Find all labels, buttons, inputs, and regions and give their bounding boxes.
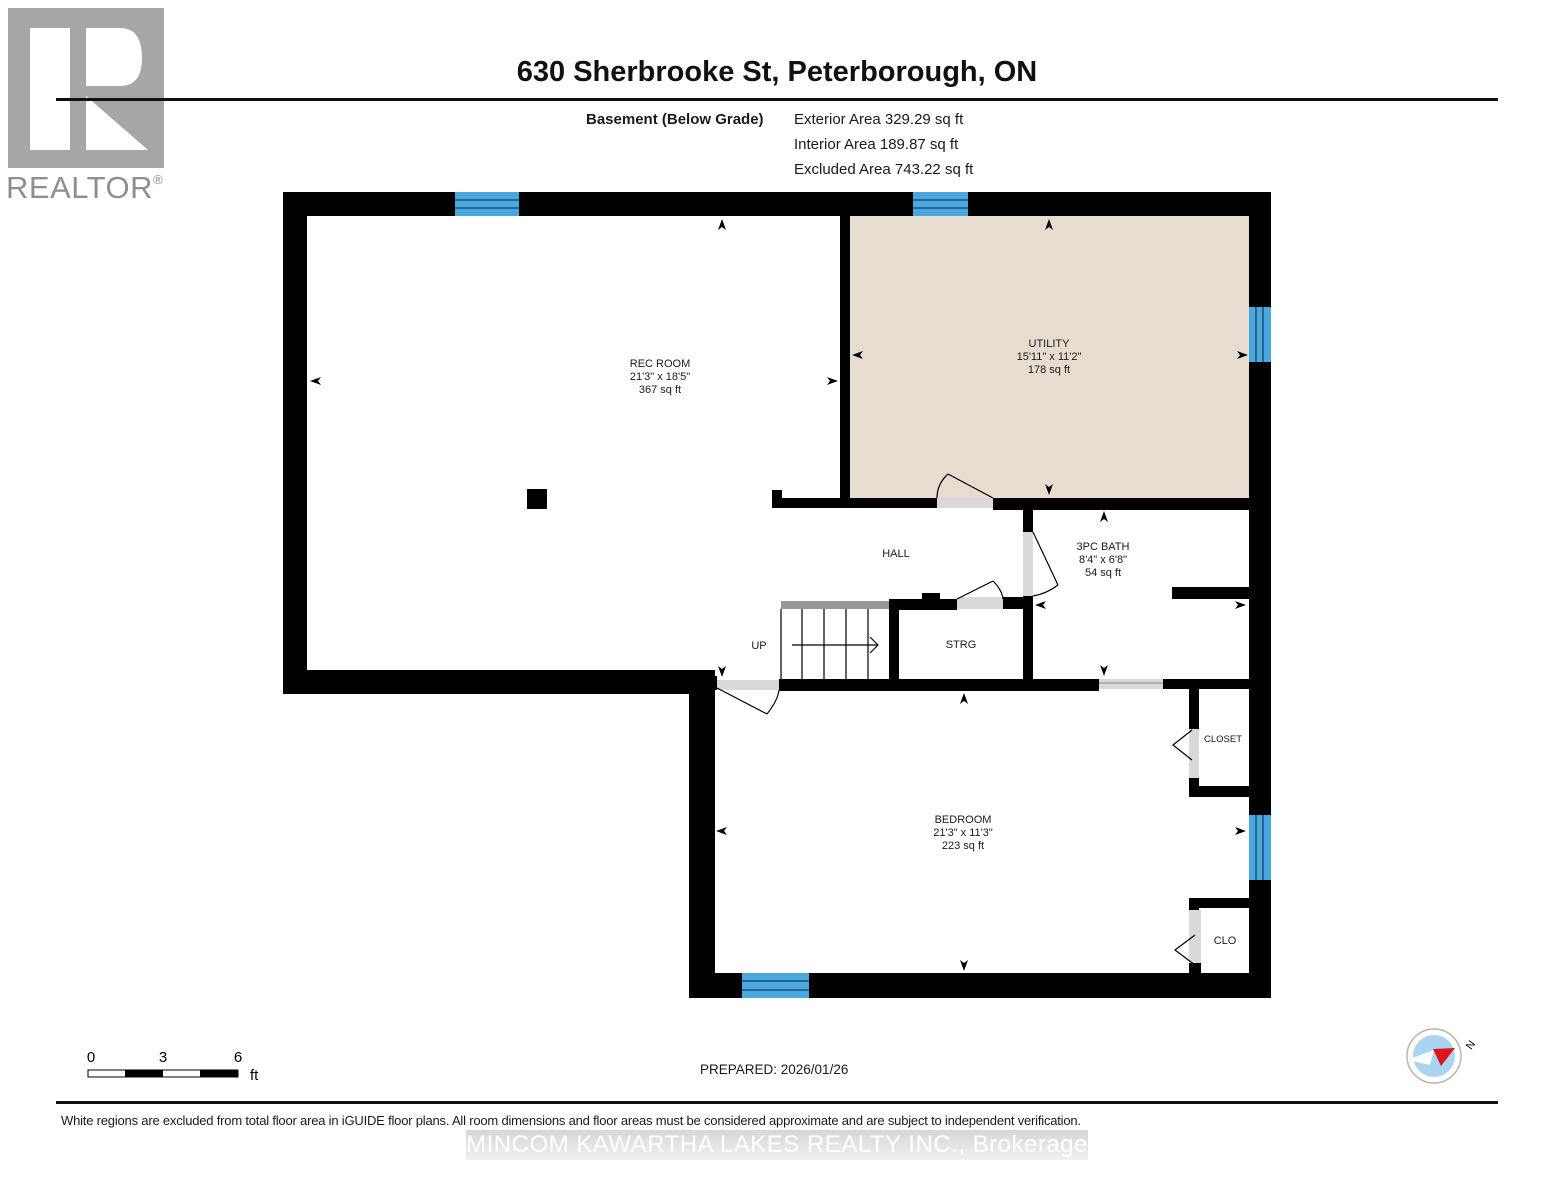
room-dims: 8'4" x 6'8" [1079, 554, 1127, 566]
room-name: UTILITY [1029, 338, 1071, 350]
excluded-area: Excluded Area 743.22 sq ft [794, 161, 974, 178]
room-strg: STRG [946, 639, 977, 651]
brokerage-watermark: MINCOM KAWARTHA LAKES REALTY INC., Broke… [466, 1130, 1088, 1160]
window-icon [913, 192, 968, 216]
page-title: 630 Sherbrooke St, Peterborough, ON [516, 56, 1038, 88]
room-name: 3PC BATH [1077, 541, 1130, 553]
scale-bar: 0 3 6 ft [87, 1049, 259, 1084]
interior-area: Interior Area 189.87 sq ft [794, 136, 959, 153]
room-bath: 3PC BATH 8'4" x 6'8" 54 sq ft [1077, 541, 1130, 579]
closet-door-icon [1174, 910, 1201, 966]
svg-text:6: 6 [234, 1049, 242, 1066]
compass-icon: N [1406, 1028, 1478, 1084]
title-divider [56, 98, 1498, 101]
room-hall: HALL [882, 548, 910, 560]
realtor-wordmark: REALTOR® [6, 170, 164, 205]
room-area: 223 sq ft [942, 840, 984, 852]
svg-text:N: N [1464, 1039, 1478, 1052]
windows [455, 192, 1271, 998]
room-closet: CLOSET [1204, 734, 1242, 745]
room-dims: 21'3" x 11'3" [933, 827, 993, 839]
footer-divider [56, 1101, 1498, 1104]
room-bedroom: BEDROOM 21'3" x 11'3" 223 sq ft [933, 814, 993, 852]
window-icon [1249, 815, 1271, 880]
room-area: 178 sq ft [1028, 364, 1070, 376]
door-icon [936, 473, 994, 508]
exterior-area: Exterior Area 329.29 sq ft [794, 111, 964, 128]
room-name: BEDROOM [935, 814, 992, 826]
door-icon [956, 580, 1004, 609]
door-icon [716, 680, 780, 715]
disclaimer: White regions are excluded from total fl… [61, 1113, 1081, 1128]
svg-text:ft: ft [250, 1067, 259, 1084]
prepared-date: PREPARED: 2026/01/26 [700, 1062, 849, 1077]
closet-door-icon [1172, 729, 1199, 778]
floor-name: Basement (Below Grade) [586, 111, 764, 128]
utility-room-fill [850, 216, 1249, 498]
svg-text:0: 0 [87, 1049, 95, 1066]
window-icon [742, 973, 809, 998]
dimension-arrows [310, 219, 1248, 971]
doors [716, 473, 1201, 966]
room-name: REC ROOM [630, 358, 691, 370]
room-dims: 15'11" x 11'2" [1017, 351, 1082, 363]
stairs [780, 601, 889, 679]
support-column [527, 489, 547, 509]
stairs-up-label: UP [751, 640, 766, 652]
realtor-logo-icon [8, 8, 164, 168]
room-clo: CLO [1214, 935, 1237, 947]
room-dims: 21'3" x 18'5" [630, 371, 690, 383]
room-area: 54 sq ft [1085, 567, 1121, 579]
room-rec-room: REC ROOM 21'3" x 18'5" 367 sq ft [630, 358, 691, 396]
sliding-door-icon [1099, 679, 1163, 689]
window-icon [1249, 307, 1271, 362]
svg-text:3: 3 [159, 1049, 167, 1066]
door-icon [1023, 531, 1059, 597]
window-icon [455, 192, 519, 216]
room-area: 367 sq ft [639, 384, 681, 396]
room-utility: UTILITY 15'11" x 11'2" 178 sq ft [1017, 338, 1082, 376]
